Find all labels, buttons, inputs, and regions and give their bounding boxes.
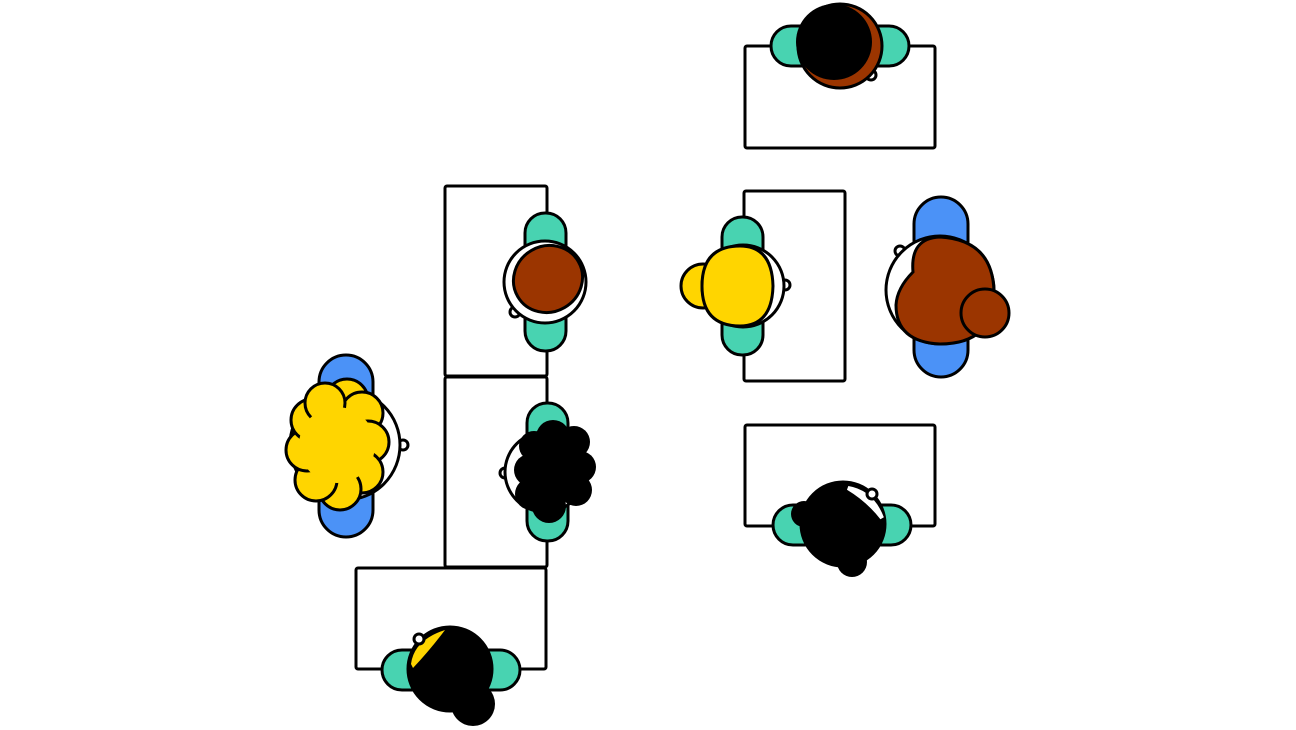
desk-bottom-right (743, 423, 937, 577)
face-visible (411, 630, 445, 668)
person-left-blue-chair (284, 353, 410, 539)
face-visible (846, 486, 884, 520)
ear (412, 632, 426, 646)
hair (796, 4, 872, 80)
desk-bottom-left (354, 566, 548, 726)
desk-top-right (743, 2, 937, 150)
desk-middle-left-lower (443, 375, 596, 569)
desk-middle-right (679, 189, 847, 383)
hair (511, 243, 585, 315)
hair-bun (959, 287, 1011, 339)
hair-fill (299, 407, 375, 483)
hair-tuft (791, 501, 817, 527)
person-right-blue-chair (884, 195, 1011, 379)
curly-hair (514, 420, 596, 523)
ear (865, 487, 879, 501)
desk-middle-left-upper (443, 184, 588, 378)
hair (700, 244, 775, 328)
